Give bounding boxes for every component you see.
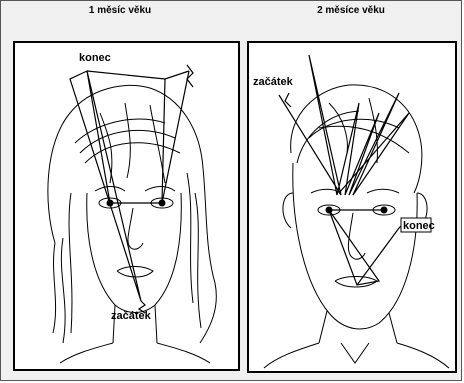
label-zacatek-1: začátek — [111, 310, 152, 322]
panel-2-title: 2 měsíce věku — [245, 5, 457, 16]
label-konec-2: konec — [403, 220, 435, 232]
label-zacatek-2: začátek — [253, 76, 294, 88]
face-drawing-2: začátek konec — [249, 43, 455, 371]
panel-1-title: 1 měsíc věku — [9, 5, 231, 16]
panel-1-month: konec začátek — [13, 41, 240, 371]
label-konec-1: konec — [79, 52, 111, 64]
scan-path-2 — [279, 55, 409, 285]
face-drawing-1: konec začátek — [15, 43, 238, 369]
panel-2-months: začátek konec — [247, 41, 457, 373]
